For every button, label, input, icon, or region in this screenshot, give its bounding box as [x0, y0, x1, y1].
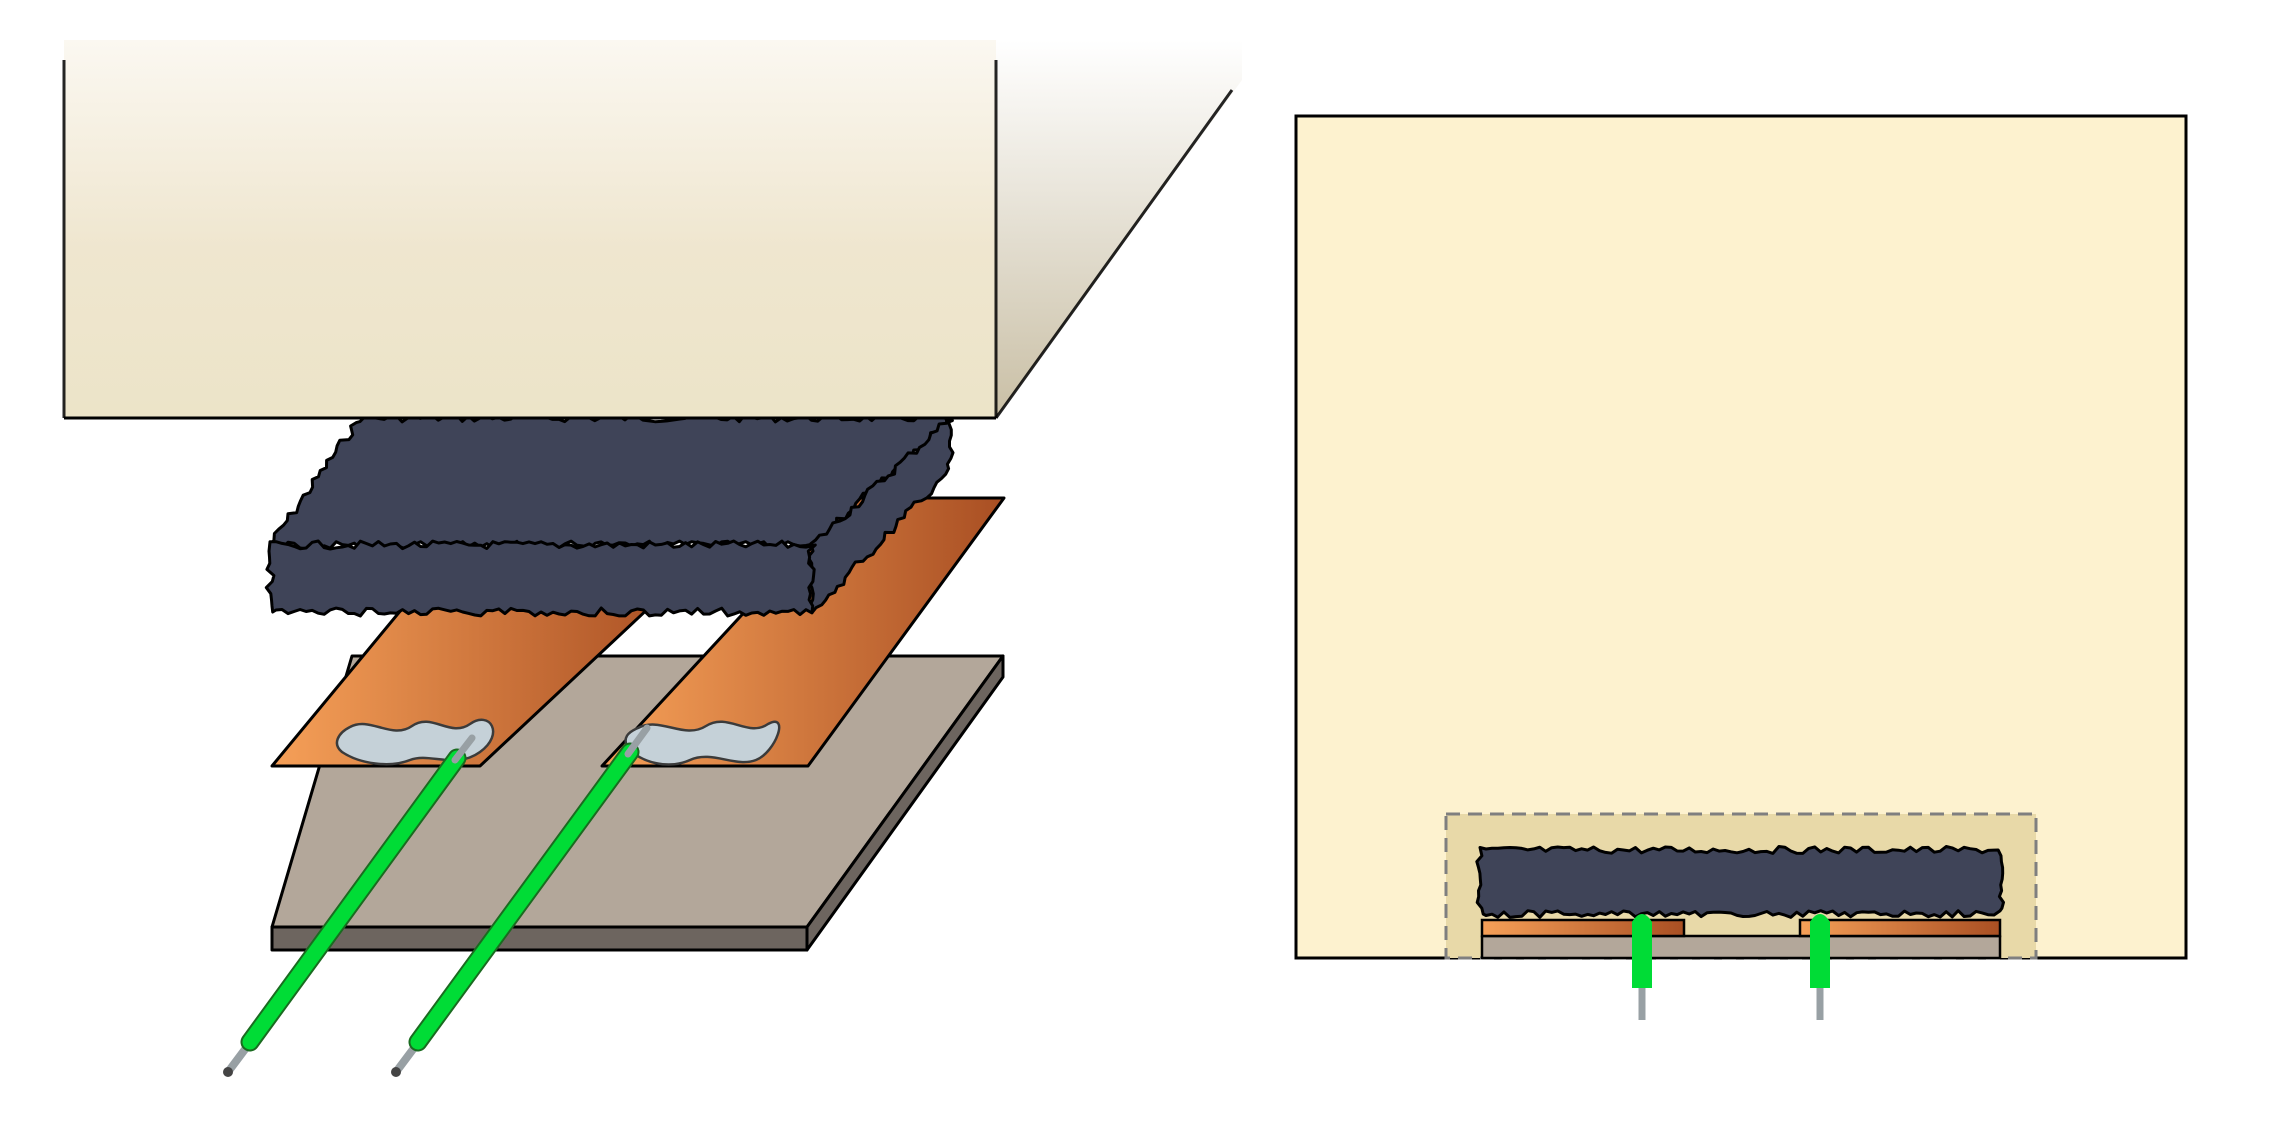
- substrate-front-face: [272, 927, 807, 950]
- section-lead-left: [1632, 914, 1652, 1020]
- section-electrode-left: [1482, 920, 1684, 936]
- section-substrate: [1482, 936, 2000, 958]
- felt-pad-front-face: [266, 541, 815, 616]
- mounting-block-front-face: [64, 40, 996, 418]
- cross-section-drawing: [1296, 116, 2186, 1020]
- mounting-block: [64, 40, 1242, 418]
- isometric-assembly-drawing: [64, 40, 1242, 1077]
- mounting-block-side-face: [996, 40, 1242, 418]
- section-felt-pad: [1477, 847, 2004, 918]
- section-lead-right: [1810, 914, 1830, 1020]
